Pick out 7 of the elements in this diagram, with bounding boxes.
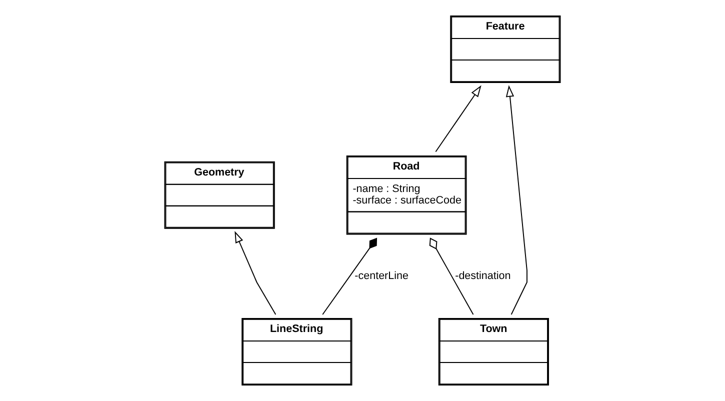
edge-label: -centerLine	[354, 270, 408, 282]
arrow	[435, 85, 482, 152]
arrow	[234, 231, 276, 315]
connector	[322, 238, 378, 315]
arrow	[506, 85, 528, 315]
connector	[429, 238, 474, 315]
edge-label: -destination	[455, 270, 511, 282]
